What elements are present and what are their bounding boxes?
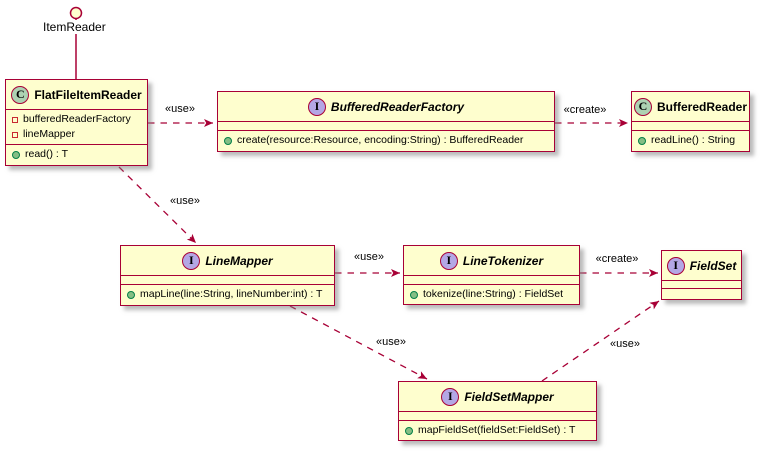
edge-label-use: «use» bbox=[610, 338, 640, 350]
interface-name: BufferedReaderFactory bbox=[330, 99, 465, 114]
methods-compartment: mapFieldSet(fieldSet:FieldSet) : T bbox=[399, 421, 596, 440]
interface-title-bar: I LineMapper bbox=[121, 246, 334, 276]
edge-label-create: «create» bbox=[563, 104, 607, 116]
method-row: mapFieldSet(fieldSet:FieldSet) : T bbox=[405, 423, 590, 438]
field-text: bufferedReaderFactory bbox=[23, 113, 131, 125]
interface-box-fieldsetmapper: I FieldSetMapper mapFieldSet(fieldSet:Fi… bbox=[398, 381, 597, 441]
class-name: FlatFileItemReader bbox=[34, 87, 142, 102]
edge-label-use: «use» bbox=[165, 103, 195, 115]
class-spot-icon: C bbox=[11, 85, 30, 104]
empty-fields-compartment bbox=[632, 122, 749, 131]
interface-name: FieldSet bbox=[689, 258, 737, 273]
edge-label-create: «create» bbox=[595, 253, 639, 265]
method-text: readLine() : String bbox=[651, 134, 736, 146]
interface-title-bar: I LineTokenizer bbox=[404, 246, 579, 276]
interface-spot-icon: I bbox=[666, 256, 685, 275]
method-row: read() : T bbox=[12, 147, 141, 162]
use-arrow-fieldsetmapper-fieldset bbox=[541, 300, 660, 382]
interface-box-linemapper: I LineMapper mapLine(line:String, lineNu… bbox=[120, 245, 335, 306]
method-row: create(resource:Resource, encoding:Strin… bbox=[224, 133, 548, 148]
class-title-bar: C FlatFileItemReader bbox=[6, 80, 147, 110]
method-text: create(resource:Resource, encoding:Strin… bbox=[237, 134, 524, 146]
lollipop-interface-label: ItemReader bbox=[42, 20, 107, 34]
class-title-bar: C BufferedReader bbox=[632, 92, 749, 122]
lollipop-circle bbox=[69, 6, 83, 20]
class-box-bufferedreader: C BufferedReader readLine() : String bbox=[631, 91, 750, 152]
method-row: readLine() : String bbox=[638, 133, 743, 148]
empty-fields-compartment bbox=[399, 412, 596, 421]
method-text: tokenize(line:String) : FieldSet bbox=[423, 288, 564, 300]
empty-fields-compartment bbox=[218, 122, 554, 131]
method-row: tokenize(line:String) : FieldSet bbox=[410, 287, 573, 302]
method-row: mapLine(line:String, lineNumber:int) : T bbox=[127, 287, 328, 302]
public-method-icon bbox=[12, 150, 20, 159]
interface-title-bar: I BufferedReaderFactory bbox=[218, 92, 554, 122]
empty-fields-compartment bbox=[121, 276, 334, 285]
public-method-icon bbox=[224, 136, 232, 145]
methods-compartment: mapLine(line:String, lineNumber:int) : T bbox=[121, 285, 334, 304]
interface-name: LineMapper bbox=[205, 253, 273, 268]
interface-box-linetokenizer: I LineTokenizer tokenize(line:String) : … bbox=[403, 245, 580, 305]
interface-spot-icon: I bbox=[307, 97, 326, 116]
use-arrow-linemapper-fieldsetmapper bbox=[289, 305, 428, 380]
methods-compartment: create(resource:Resource, encoding:Strin… bbox=[218, 131, 554, 150]
class-box-flatfileitemreader: C FlatFileItemReader bufferedReaderFacto… bbox=[5, 79, 148, 166]
edge-label-use: «use» bbox=[170, 195, 200, 207]
field-row: bufferedReaderFactory bbox=[12, 112, 141, 127]
interface-name: FieldSetMapper bbox=[464, 389, 554, 404]
public-method-icon bbox=[127, 290, 135, 299]
interface-box-bufferedreaderfactory: I BufferedReaderFactory create(resource:… bbox=[217, 91, 555, 152]
empty-fields-compartment bbox=[662, 281, 741, 289]
interface-title-bar: I FieldSet bbox=[662, 251, 741, 281]
interface-box-fieldset: I FieldSet bbox=[661, 250, 742, 300]
public-method-icon bbox=[638, 136, 646, 145]
private-field-icon bbox=[12, 131, 18, 138]
class-name: BufferedReader bbox=[656, 99, 748, 114]
class-spot-icon: C bbox=[633, 97, 652, 116]
method-text: mapLine(line:String, lineNumber:int) : T bbox=[140, 288, 323, 300]
empty-methods-compartment bbox=[662, 289, 741, 293]
public-method-icon bbox=[410, 290, 418, 299]
interface-name: LineTokenizer bbox=[462, 253, 544, 268]
methods-compartment: readLine() : String bbox=[632, 131, 749, 150]
fields-compartment: bufferedReaderFactory lineMapper bbox=[6, 110, 147, 145]
edge-label-use: «use» bbox=[376, 336, 406, 348]
methods-compartment: read() : T bbox=[6, 145, 147, 164]
empty-fields-compartment bbox=[404, 276, 579, 285]
private-field-icon bbox=[12, 116, 18, 123]
interface-spot-icon: I bbox=[441, 387, 460, 406]
interface-spot-icon: I bbox=[439, 251, 458, 270]
method-text: read() : T bbox=[25, 148, 68, 160]
methods-compartment: tokenize(line:String) : FieldSet bbox=[404, 285, 579, 304]
public-method-icon bbox=[405, 426, 413, 435]
field-text: lineMapper bbox=[23, 128, 75, 140]
edge-label-use: «use» bbox=[354, 251, 384, 263]
field-row: lineMapper bbox=[12, 127, 141, 142]
method-text: mapFieldSet(fieldSet:FieldSet) : T bbox=[418, 424, 576, 436]
interface-title-bar: I FieldSetMapper bbox=[399, 382, 596, 412]
interface-spot-icon: I bbox=[182, 251, 201, 270]
